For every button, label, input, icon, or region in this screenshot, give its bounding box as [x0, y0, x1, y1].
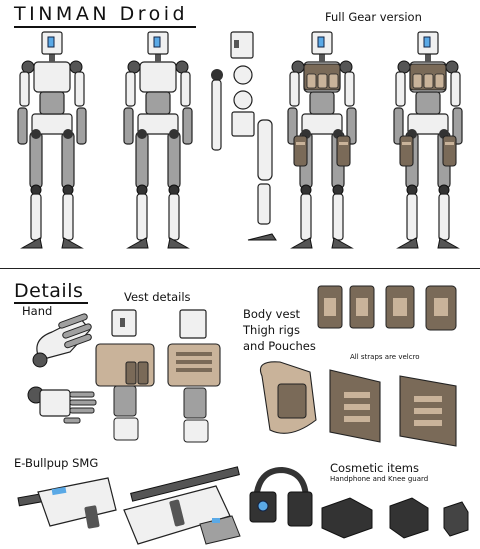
robot-front-view — [17, 31, 87, 249]
thigh-rig-items — [259, 361, 457, 447]
handphone-item — [249, 466, 313, 527]
details-heading: Details — [14, 280, 84, 302]
page-title: TINMAN Droid — [14, 3, 189, 25]
vest-details-label: Vest details — [124, 290, 191, 304]
robot-full-gear-back — [393, 31, 463, 249]
section-divider — [0, 268, 480, 269]
full-gear-label: Full Gear version — [325, 10, 422, 24]
body-vest-label: Body vest Thigh rigs and Pouches — [243, 306, 316, 354]
pouch-items — [317, 285, 457, 331]
cosmetic-label: Cosmetic items — [330, 461, 419, 475]
details-underline — [14, 302, 88, 304]
body-vest-line-1: Body vest — [243, 307, 301, 321]
robot-back-view — [123, 31, 193, 249]
body-vest-line-2: Thigh rigs — [243, 323, 300, 337]
hand-label: Hand — [22, 304, 53, 318]
vest-detail-front — [95, 309, 155, 441]
hand-detail-bottom — [27, 386, 97, 424]
smg-view-1 — [17, 477, 117, 529]
body-vest-line-3: and Pouches — [243, 339, 316, 353]
title-underline — [14, 26, 196, 28]
straps-note: All straps are velcro — [350, 353, 420, 361]
hand-detail-top — [32, 313, 92, 368]
smg-label: E-Bullpup SMG — [14, 456, 99, 470]
vest-detail-back — [167, 309, 221, 443]
robot-side-view — [211, 31, 277, 241]
robot-full-gear-front — [287, 31, 357, 249]
smg-view-2 — [123, 466, 241, 545]
knee-guard-items — [321, 497, 469, 539]
cosmetic-sub-label: Handphone and Knee guard — [330, 475, 429, 483]
